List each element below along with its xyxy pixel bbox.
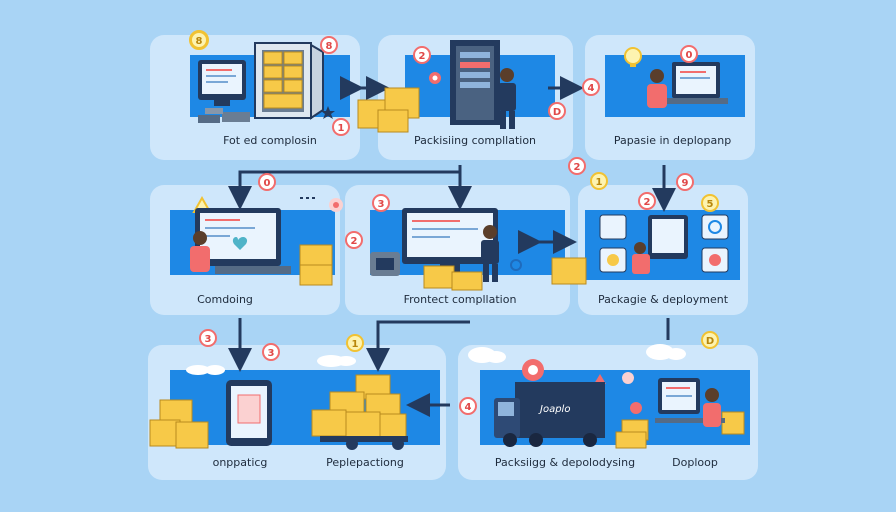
label-row3-right-b: Doploop [672,456,718,469]
box-pair-row2-mid [423,265,483,291]
truck-icon [494,382,605,447]
package-box-row2-right [551,257,587,285]
tablet-icon [370,252,400,276]
step-badge: 8 [320,36,338,54]
box-pile-icon [357,87,420,133]
laptop-user-icon [647,62,728,108]
label-row3-right-a: Packsiigg & depolodysing [494,456,636,469]
step-badge: 2 [638,192,656,210]
device-stack-icon [198,108,250,123]
step-badge: 1 [590,172,608,190]
step-badge: 0 [258,173,276,191]
step-badge: 8 [190,31,208,49]
truck-label: Joaplo [538,404,570,415]
cloud-icon-right [646,344,686,360]
step-badge: 5 [701,194,719,212]
label-row1-right: Papasie in deplopanp [613,134,732,147]
cloud-icon-mid [317,355,356,367]
step-badge: 2 [413,46,431,64]
deploy-tiles-icon [599,214,729,273]
cloud-icon-left [468,347,506,363]
coder-desk-icon [190,208,291,274]
step-badge: 1 [346,334,364,352]
star-icon [321,106,335,119]
step-badge: 0 [680,45,698,63]
step-badge: 9 [676,173,694,191]
step-badge: D [548,102,566,120]
deploy-monitor-icon [632,215,688,274]
box-stack-row2-left [299,244,333,286]
developer-icon [481,225,499,282]
step-badge: 4 [459,397,477,415]
server-rack-icon [450,40,500,125]
step-badge: 2 [568,157,586,175]
cloud-icon-small [186,365,225,375]
gear-icon-truck [522,359,544,381]
label-row3-mid: Peplepactiong [326,456,404,469]
step-badge: 3 [199,329,217,347]
label-row2-right: Packagie & deployment [597,293,729,306]
box-stack-row3-right [615,411,745,449]
deploy-desk-icon [655,378,725,427]
frontend-monitor-icon [402,208,498,272]
warning-icon [594,374,606,384]
cabinet-icon [254,42,324,120]
label-row2-left: Comdoing [197,293,253,306]
target-icon [510,259,522,271]
connector-row2-mid [366,320,470,372]
step-badge: 3 [372,194,390,212]
step-badge: D [701,331,719,349]
label-row2-mid: Frontect compllation [403,293,517,306]
tablet-shipping-icon [226,380,272,446]
monitor-icon [198,60,246,106]
cart-boxes-icon [311,374,408,450]
label-row1-left: Fot ed complosin [223,134,317,147]
technician-icon [498,68,516,129]
step-badge: 1 [332,118,350,136]
lightbulb-icon [624,47,642,67]
step-badge: 4 [582,78,600,96]
box-stack-row3-left [149,399,209,449]
label-row3-left: onppaticg [212,456,268,469]
flower-icon-3 [622,372,642,414]
label-row1-mid: Packisiing compllation [413,134,537,147]
step-badge: 3 [262,343,280,361]
step-badge: 2 [345,231,363,249]
